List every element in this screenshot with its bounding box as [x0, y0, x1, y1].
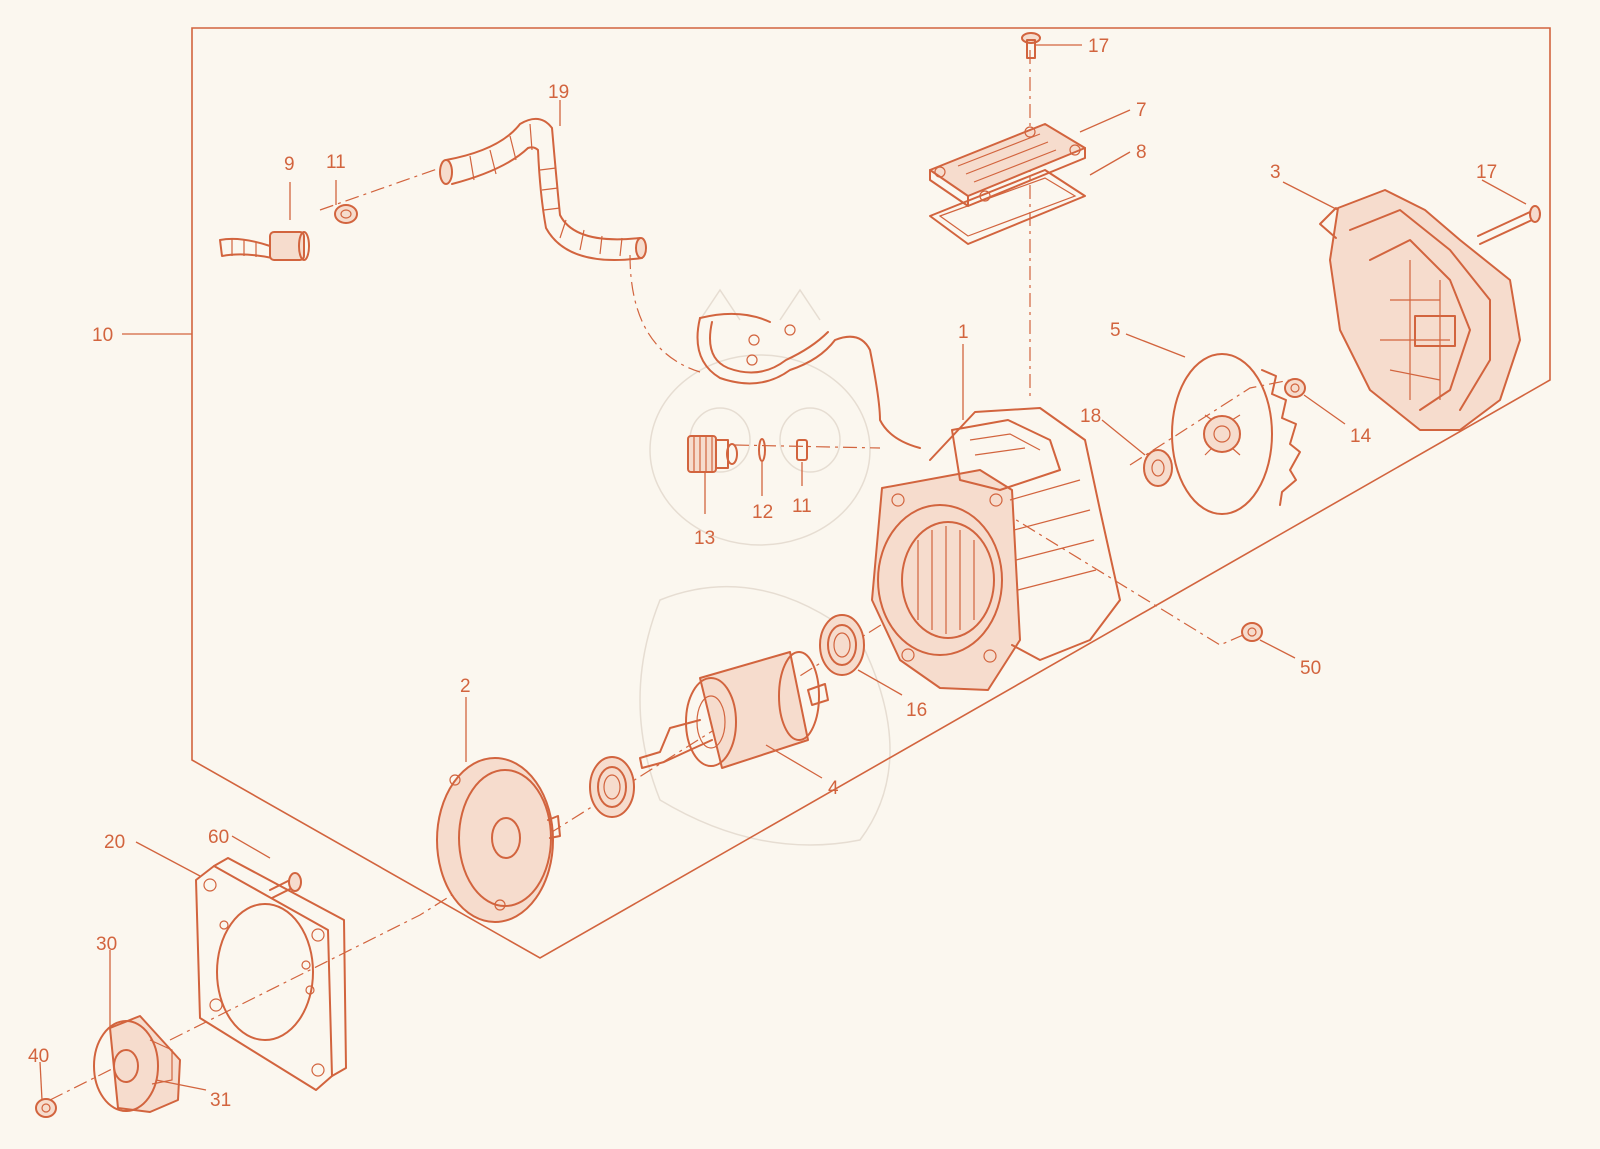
nut-11-left [334, 204, 358, 224]
cover-plate-7 [929, 123, 1086, 207]
wiring-harness [696, 312, 921, 449]
callout-1: 1 [958, 322, 969, 343]
callout-7: 7 [1136, 100, 1147, 121]
clip-11-middle [796, 439, 808, 461]
callout-30: 30 [96, 934, 117, 955]
background-watermark [639, 288, 891, 846]
hose-fitting-9 [219, 231, 310, 261]
callout-17-top: 17 [1088, 36, 1109, 57]
callout-17-right: 17 [1476, 162, 1497, 183]
callout-12: 12 [752, 502, 773, 523]
callout-9: 9 [284, 154, 295, 175]
cooling-fan-5 [1171, 353, 1301, 515]
nut-50 [1241, 622, 1263, 642]
motor-housing-1 [871, 407, 1121, 691]
leader-lines [39, 44, 1527, 1101]
callout-20: 20 [104, 832, 125, 853]
bearing-16 [819, 614, 865, 676]
nut-14 [1284, 378, 1306, 398]
washer-18 [1143, 449, 1173, 487]
screw-60 [269, 872, 302, 899]
callout-5: 5 [1110, 320, 1121, 341]
bearing-front [589, 756, 635, 818]
callout-16: 16 [906, 700, 927, 721]
callout-10: 10 [92, 325, 113, 346]
callout-11-middle: 11 [792, 496, 812, 517]
callout-4: 4 [828, 778, 839, 799]
fan-cover-3 [1319, 189, 1521, 431]
callout-60: 60 [208, 827, 229, 848]
callout-40: 40 [28, 1046, 49, 1067]
assembly-axis-lines [49, 50, 1291, 1101]
nut-40 [35, 1098, 57, 1118]
end-shield-2 [436, 757, 561, 923]
callout-14: 14 [1350, 426, 1372, 447]
rotor-4 [639, 651, 829, 769]
callout-13: 13 [694, 528, 715, 549]
screw-17-right [1477, 205, 1541, 245]
o-ring-12 [758, 438, 766, 462]
callout-50: 50 [1300, 658, 1321, 679]
screw-17-top [1021, 32, 1041, 59]
callout-3: 3 [1270, 162, 1281, 183]
callout-2: 2 [460, 676, 471, 697]
gasket-8 [929, 169, 1086, 245]
coupling-30 [93, 1015, 181, 1113]
callout-31: 31 [210, 1090, 231, 1111]
callout-8: 8 [1136, 142, 1147, 163]
callout-11-left: 11 [326, 152, 346, 173]
callout-18: 18 [1080, 406, 1101, 427]
callout-19: 19 [548, 82, 569, 103]
flange-plate-20 [195, 857, 347, 1091]
callout-labels: 17 19 7 8 9 11 3 17 10 1 5 18 14 12 11 1… [28, 36, 1497, 1111]
assembly-frame [191, 27, 1551, 959]
connector-13 [687, 435, 738, 473]
conduit-19 [439, 117, 647, 261]
